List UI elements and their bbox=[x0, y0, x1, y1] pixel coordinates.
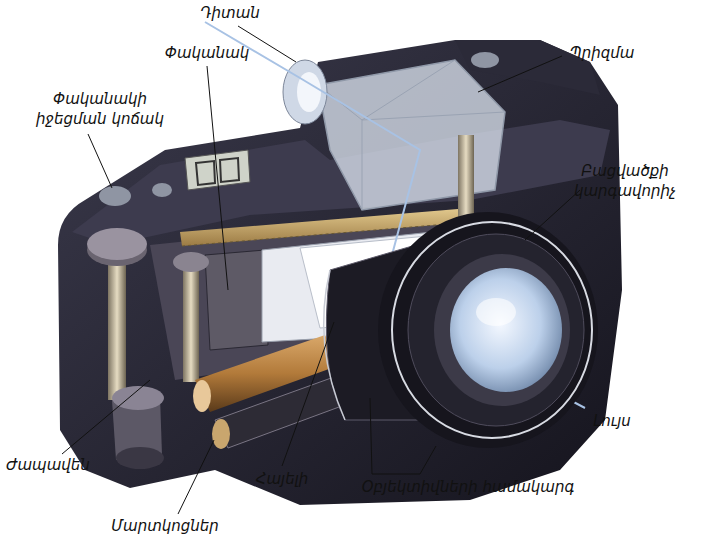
part-label: Հայելի bbox=[256, 470, 309, 490]
part-label: Օբյեկտիվների համակարգ bbox=[362, 478, 575, 498]
part-label: Մարտկոցներ bbox=[111, 517, 219, 537]
part-label: Բացվածքի կարգավորիչ bbox=[570, 162, 680, 201]
part-label: Ժապավեն bbox=[6, 456, 90, 476]
part-label: Լույս bbox=[593, 412, 631, 432]
part-label: Պրիզմա bbox=[570, 44, 635, 64]
part-label: Փականակ bbox=[165, 44, 250, 64]
part-label: Դիտան bbox=[200, 4, 260, 24]
part-label: Փականակի իջեցման կոճակ bbox=[25, 90, 175, 129]
